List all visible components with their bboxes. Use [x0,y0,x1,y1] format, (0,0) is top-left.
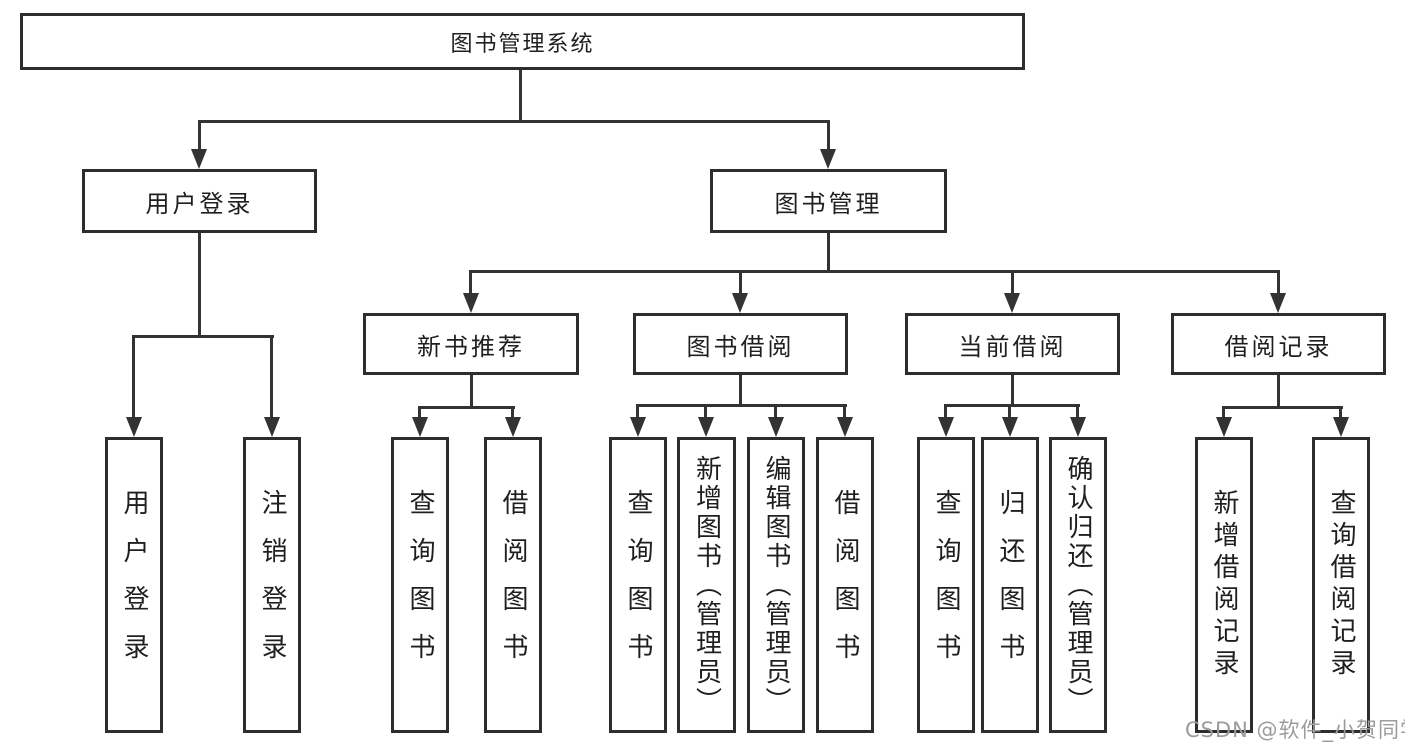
connector-line [1277,270,1280,294]
leaf-return-book: 归还图书 [981,437,1039,733]
node-label: 注销登录 [257,489,287,681]
node-label: 新增图书（管理员） [691,454,722,716]
node-label: 编辑图书（管理员） [761,454,791,716]
connector-line [270,335,273,418]
arrow-down-icon [264,417,280,437]
connector-line [636,404,639,418]
arrow-down-icon [837,417,853,437]
leaf-edit-book-admin: 编辑图书（管理员） [747,437,805,733]
arrow-down-icon [1070,417,1086,437]
node-label: 确认归还（管理员） [1063,454,1093,716]
node-label: 借阅记录 [1224,332,1333,361]
arrow-down-icon [1004,293,1020,313]
arrow-down-icon [630,417,646,437]
connector-line [1222,406,1343,409]
arrow-down-icon [1002,417,1018,437]
leaf-confirm-return-admin: 确认归还（管理员） [1049,437,1107,733]
node-book-management: 图书管理 [710,169,947,233]
node-label: 借阅图书 [498,489,528,681]
connector-line [132,335,274,338]
connector-line [1339,406,1342,418]
node-label: 归还图书 [995,489,1025,681]
connector-line [1076,404,1079,418]
connector-line [704,404,707,418]
arrow-down-icon [126,417,142,437]
arrow-down-icon [1333,417,1349,437]
node-borrow-records: 借阅记录 [1171,313,1386,375]
connector-line [418,406,515,409]
leaf-borrow-book-recommend: 借阅图书 [484,437,542,733]
arrow-down-icon [820,149,836,169]
arrow-down-icon [463,293,479,313]
connector-line [470,375,473,408]
node-user-login: 用户登录 [82,169,317,233]
node-label: 图书借阅 [686,332,795,361]
arrow-down-icon [732,293,748,313]
leaf-add-book-admin: 新增图书（管理员） [677,437,736,733]
connector-line [198,233,201,338]
node-current-borrow: 当前借阅 [905,313,1120,375]
leaf-search-book-recommend: 查询图书 [391,437,449,733]
connector-line [198,120,830,123]
arrow-down-icon [505,417,521,437]
connector-line [827,233,830,273]
arrow-down-icon [1270,293,1286,313]
node-label: 查询图书 [405,489,435,681]
node-label: 图书管理系统 [450,31,595,57]
node-label: 查询图书 [931,489,961,681]
node-label: 用户登录 [119,489,149,681]
connector-line [739,270,742,294]
connector-line [827,120,830,151]
connector-line [739,375,742,406]
connector-line [1011,270,1014,294]
arrow-down-icon [698,417,714,437]
leaf-user-login: 用户登录 [105,437,163,733]
leaf-borrow-book: 借阅图书 [816,437,874,733]
connector-line [944,404,1080,407]
arrow-down-icon [191,149,207,169]
arrow-down-icon [1216,417,1232,437]
connector-line [944,404,947,418]
node-label: 图书管理 [774,189,883,218]
connector-line [774,404,777,418]
node-new-book-recommend: 新书推荐 [363,313,579,375]
leaf-search-book-current: 查询图书 [917,437,975,733]
node-root-system: 图书管理系统 [20,13,1025,70]
arrow-down-icon [938,417,954,437]
connector-line [636,404,847,407]
node-label: 查询图书 [623,489,653,681]
leaf-search-book-borrow: 查询图书 [609,437,667,733]
node-label: 新书推荐 [417,332,525,361]
connector-line [132,335,135,418]
connector-line [1008,404,1011,418]
node-label: 查询借阅记录 [1326,489,1356,681]
connector-line [418,406,421,418]
leaf-logout: 注销登录 [243,437,301,733]
csdn-watermark: CSDN @软件_小贺同学 [1185,718,1405,742]
node-book-borrow: 图书借阅 [633,313,848,375]
connector-line [198,120,201,151]
connector-line [519,70,522,122]
connector-line [1011,375,1014,406]
node-label: 用户登录 [145,189,254,218]
connector-line [1277,375,1280,408]
connector-line [469,270,1280,273]
connector-line [469,270,472,294]
leaf-add-borrow-record: 新增借阅记录 [1195,437,1253,733]
connector-line [843,404,846,418]
arrow-down-icon [412,417,428,437]
arrow-down-icon [768,417,784,437]
leaf-search-borrow-record: 查询借阅记录 [1312,437,1370,733]
node-label: 新增借阅记录 [1209,489,1239,681]
node-label: 当前借阅 [958,332,1067,361]
connector-line [1222,406,1225,418]
connector-line [511,406,514,418]
node-label: 借阅图书 [830,489,860,681]
